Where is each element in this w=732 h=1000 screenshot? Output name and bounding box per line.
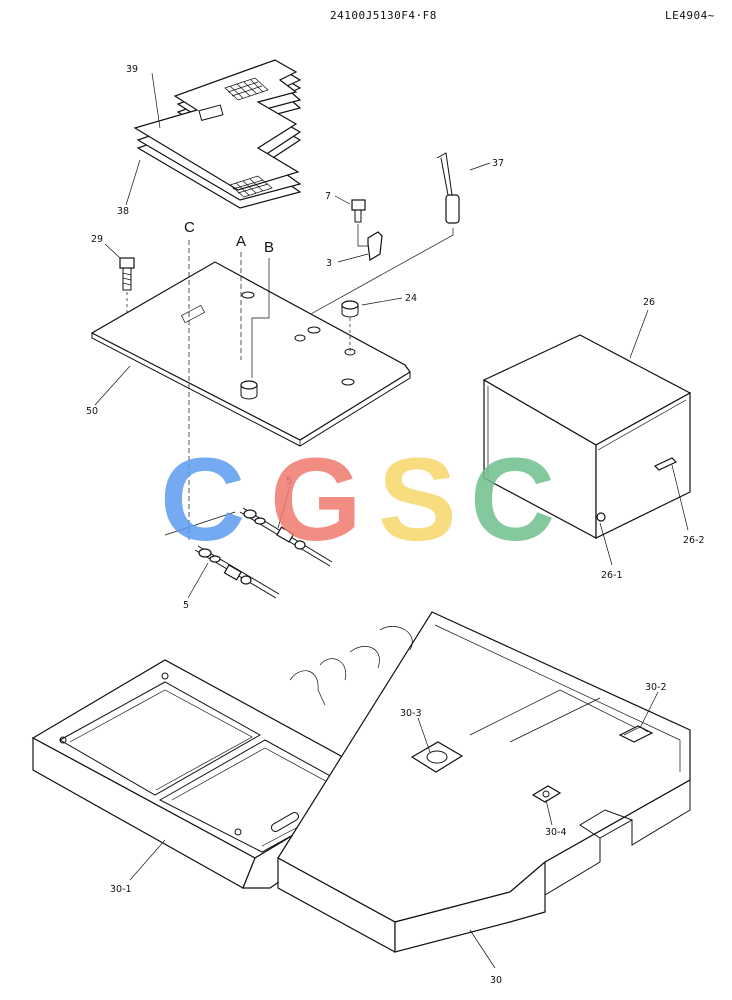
callout-3: 3 xyxy=(326,258,332,269)
cover-pin xyxy=(653,457,678,471)
callout-39: 39 xyxy=(126,64,138,75)
pin-5-lower xyxy=(194,545,280,599)
cover-bolt xyxy=(596,512,606,522)
callout-38: 38 xyxy=(117,206,129,217)
callout-37: 37 xyxy=(492,158,504,169)
pin-5-upper xyxy=(239,507,333,567)
watermark-letter-1: C xyxy=(160,434,245,566)
bolt-7 xyxy=(351,199,375,247)
bracket-3 xyxy=(367,231,383,261)
callout-7: 7 xyxy=(325,191,331,202)
serial-range: LE4904~ xyxy=(665,9,715,22)
mount-30-4 xyxy=(531,785,562,803)
watermark-letter-3: S xyxy=(378,434,457,566)
callout-29: 29 xyxy=(91,234,103,245)
base-plate-30 xyxy=(277,611,691,954)
watermark: C G S C xyxy=(160,434,555,566)
mesh-grille-bottom xyxy=(229,175,273,198)
floor-mat-lower xyxy=(133,59,302,201)
part-number: 24100J5130F4·F8 xyxy=(330,9,437,22)
callout-5-upper: 5 xyxy=(286,476,292,487)
watermark-letter-4: C xyxy=(470,434,555,566)
mesh-grille-top xyxy=(224,77,269,101)
callout-30: 30 xyxy=(490,975,502,986)
callout-24: 24 xyxy=(405,293,417,304)
callout-26-2: 26-2 xyxy=(683,535,705,546)
callout-50: 50 xyxy=(86,406,98,417)
cushion-24 xyxy=(341,300,359,352)
ref-mark-c: C xyxy=(184,219,195,236)
rubber-cushion xyxy=(240,380,258,400)
mount-30-2 xyxy=(618,725,654,743)
callout-30-1: 30-1 xyxy=(110,884,132,895)
cover-26 xyxy=(482,334,692,540)
mount-30-3 xyxy=(410,741,464,773)
callout-26-1: 26-1 xyxy=(601,570,623,581)
ref-mark-b: B xyxy=(264,239,274,256)
ref-mark-a: A xyxy=(236,233,246,250)
callout-5-lower: 5 xyxy=(183,600,189,611)
callout-30-4: 30-4 xyxy=(545,827,567,838)
watermark-letter-2: G xyxy=(270,434,362,566)
floor-plate-50 xyxy=(90,261,411,447)
lever-37 xyxy=(299,152,460,321)
callout-26: 26 xyxy=(643,297,655,308)
callout-30-3: 30-3 xyxy=(400,708,422,719)
callout-30-2: 30-2 xyxy=(645,682,667,693)
